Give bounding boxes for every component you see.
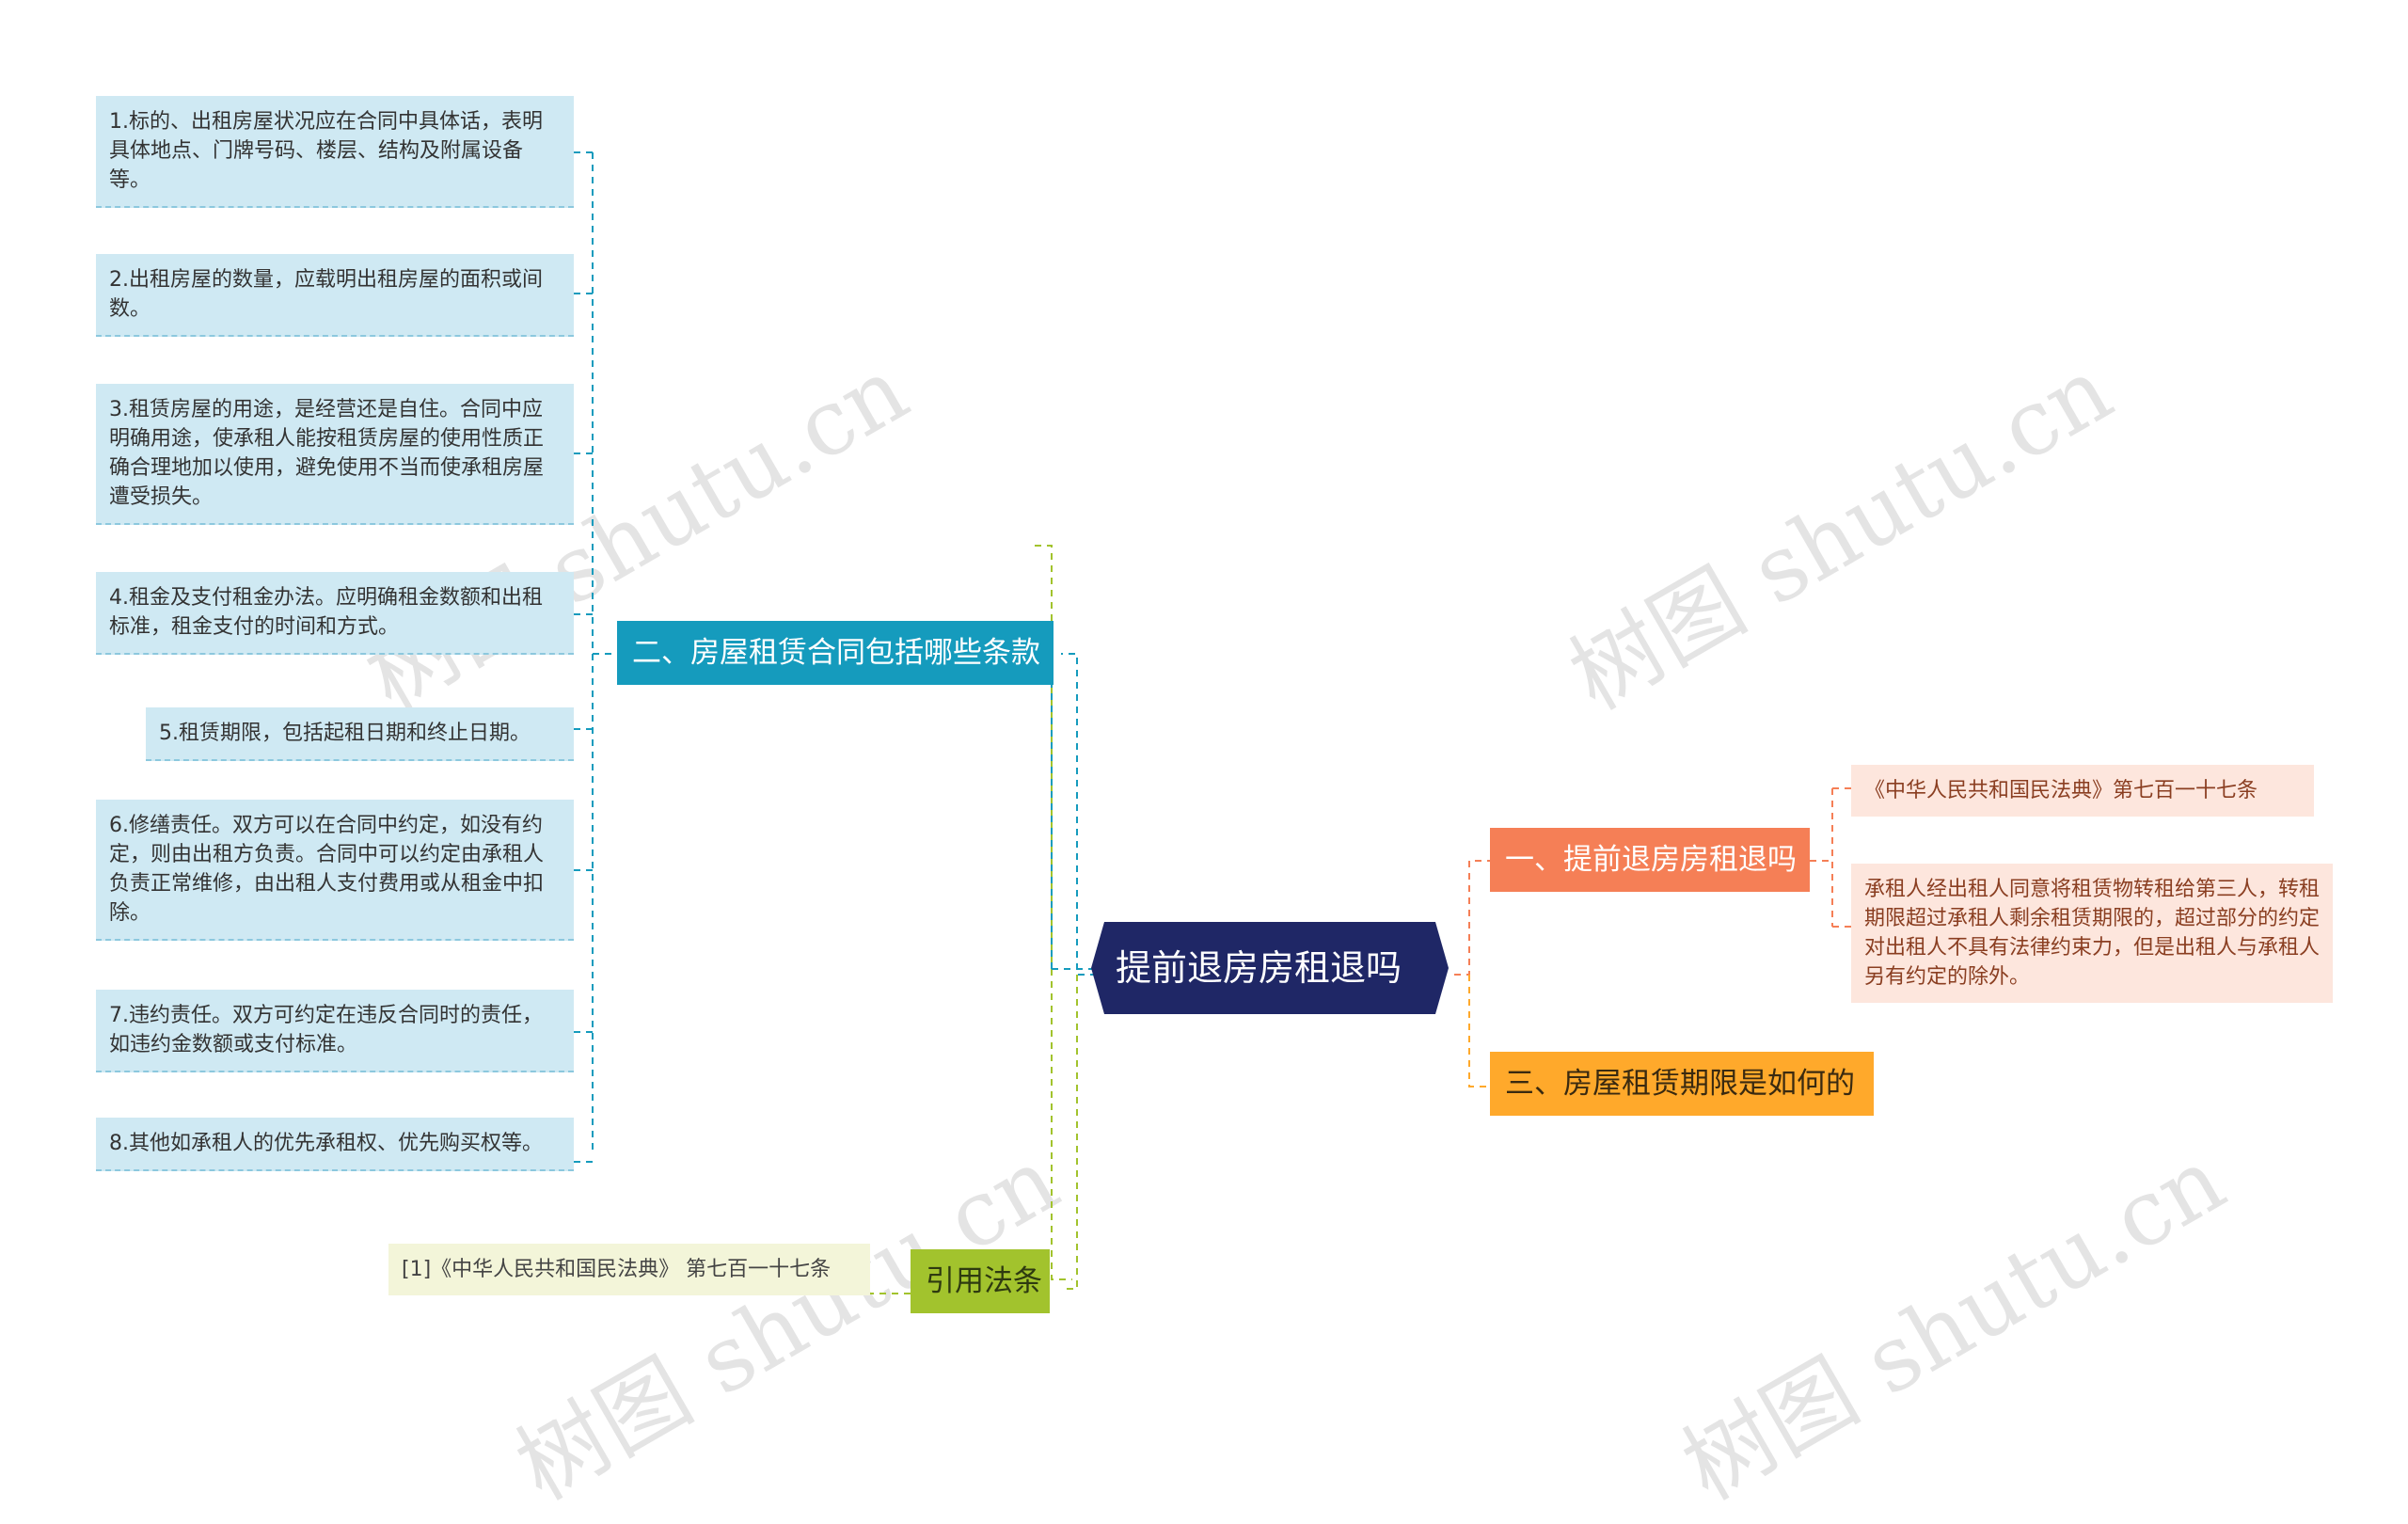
clause-item-5[interactable]: 5.租赁期限，包括起租日期和终止日期。 bbox=[146, 707, 574, 761]
clause-item-6[interactable]: 6.修缮责任。双方可以在合同中约定，如没有约定，则由出租方负责。合同中可以约定由… bbox=[96, 800, 574, 941]
clause-item-7[interactable]: 7.违约责任。双方可约定在违反合同时的责任，如违约金数额或支付标准。 bbox=[96, 990, 574, 1072]
citation-reference[interactable]: [1]《中华人民共和国民法典》 第七百一十七条 bbox=[388, 1244, 870, 1295]
clause-item-3[interactable]: 3.租赁房屋的用途，是经营还是自住。合同中应明确用途，使承租人能按租赁房屋的使用… bbox=[96, 384, 574, 525]
connector-line bbox=[1035, 545, 1072, 1280]
connector-lines bbox=[574, 151, 1851, 1294]
branch-clauses[interactable]: 二、房屋租赁合同包括哪些条款 bbox=[617, 621, 1054, 685]
law-article[interactable]: 承租人经出租人同意将租赁物转租给第三人，转租期限超过承租人剩余租赁期限的，超过部… bbox=[1851, 864, 2333, 1003]
root-topic[interactable]: 提前退房房租退吗 bbox=[1091, 922, 1449, 1014]
connector-line bbox=[1454, 860, 1490, 976]
connector-line bbox=[1061, 975, 1078, 1290]
clause-item-2[interactable]: 2.出租房屋的数量，应载明出租房屋的面积或间数。 bbox=[96, 254, 574, 337]
branch-citation[interactable]: 引用法条 bbox=[911, 1249, 1050, 1313]
branch-refund[interactable]: 一、提前退房房租退吗 bbox=[1490, 828, 1810, 892]
clause-item-4[interactable]: 4.租金及支付租金办法。应明确租金数额和出租标准，租金支付的时间和方式。 bbox=[96, 572, 574, 655]
law-title[interactable]: 《中华人民共和国民法典》第七百一十七条 bbox=[1851, 765, 2314, 817]
branch-period[interactable]: 三、房屋租赁期限是如何的 bbox=[1490, 1052, 1874, 1116]
connector-line bbox=[1468, 975, 1490, 1087]
connector-line bbox=[1061, 653, 1097, 976]
clause-item-8[interactable]: 8.其他如承租人的优先承租权、优先购买权等。 bbox=[96, 1118, 574, 1171]
clause-item-1[interactable]: 1.标的、出租房屋状况应在合同中具体话，表明具体地点、门牌号码、楼层、结构及附属… bbox=[96, 96, 574, 208]
